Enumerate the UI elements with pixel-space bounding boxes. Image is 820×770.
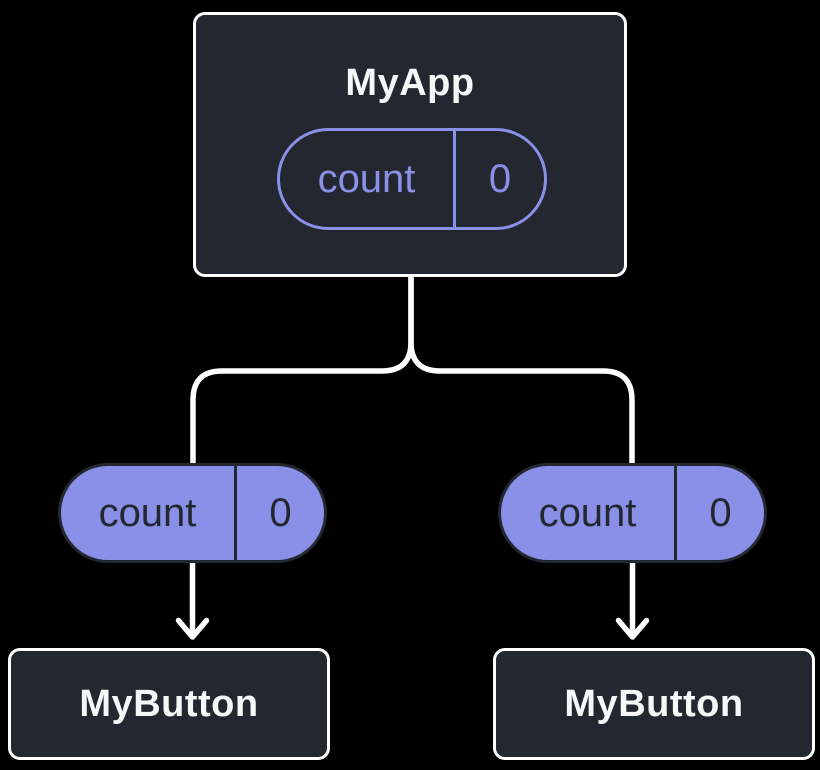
branch-right-connector [408, 275, 635, 466]
root-component-node: MyApp count 0 [193, 12, 627, 277]
state-name: count [280, 131, 456, 227]
prop-name: count [501, 466, 677, 560]
root-component-label: MyApp [345, 62, 475, 104]
prop-pill-left: count 0 [58, 463, 327, 563]
child-component-node-right: MyButton [493, 648, 815, 760]
arrow-right-head-icon [615, 617, 650, 640]
child-component-label: MyButton [564, 682, 744, 725]
prop-value: 0 [269, 491, 292, 535]
state-value: 0 [488, 157, 512, 201]
child-component-node-left: MyButton [8, 648, 330, 760]
prop-name: count [61, 466, 237, 560]
child-component-label: MyButton [79, 682, 259, 725]
prop-pill-right: count 0 [498, 463, 767, 563]
arrow-left-head-icon [175, 617, 210, 640]
root-state-pill: count 0 [277, 128, 547, 230]
prop-value: 0 [709, 491, 732, 535]
branch-left-connector [190, 275, 414, 466]
